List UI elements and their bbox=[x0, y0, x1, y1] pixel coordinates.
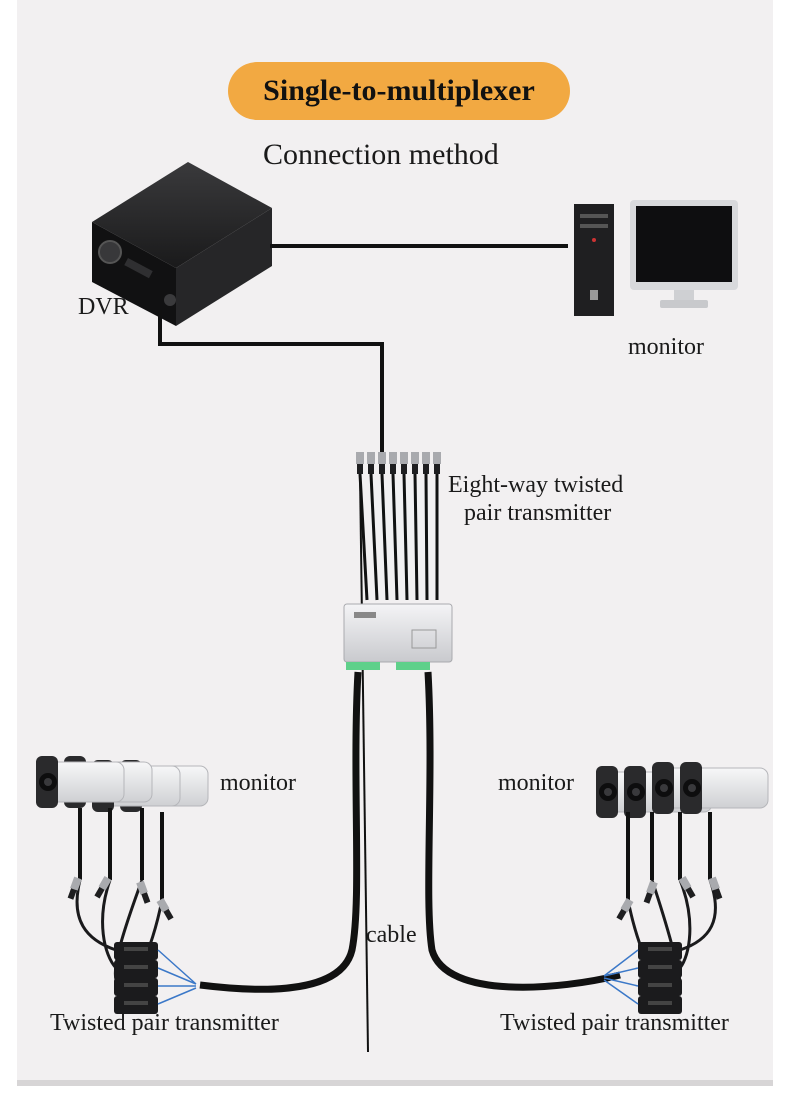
left-transmitter-label: Twisted pair transmitter bbox=[50, 1010, 279, 1036]
left-monitor-label: monitor bbox=[220, 770, 296, 796]
hub-label-line2: pair transmitter bbox=[464, 500, 612, 526]
right-transmitter-label: Twisted pair transmitter bbox=[500, 1010, 729, 1036]
dvr-hub-cable bbox=[158, 310, 384, 458]
left-cable bbox=[199, 671, 362, 993]
monitor-icon bbox=[630, 200, 738, 308]
hub-bnc-leads bbox=[356, 452, 441, 1053]
top-monitor-label: monitor bbox=[628, 334, 704, 360]
cable-label: cable bbox=[366, 922, 417, 948]
diagram-subtitle: Connection method bbox=[263, 138, 499, 171]
dvr-label: DVR bbox=[78, 294, 129, 320]
eight-way-transmitter-icon bbox=[343, 603, 453, 670]
right-camera-group bbox=[595, 761, 769, 1014]
right-monitor-label: monitor bbox=[498, 770, 574, 796]
computer-icon bbox=[574, 204, 614, 316]
title-pill: Single-to-multiplexer bbox=[228, 62, 570, 120]
diagram-title: Single-to-multiplexer bbox=[263, 74, 535, 107]
dvr-icon bbox=[92, 162, 272, 326]
left-camera-group bbox=[35, 755, 209, 1014]
right-cable bbox=[424, 671, 621, 991]
hub-label-line1: Eight-way twisted bbox=[448, 472, 624, 498]
